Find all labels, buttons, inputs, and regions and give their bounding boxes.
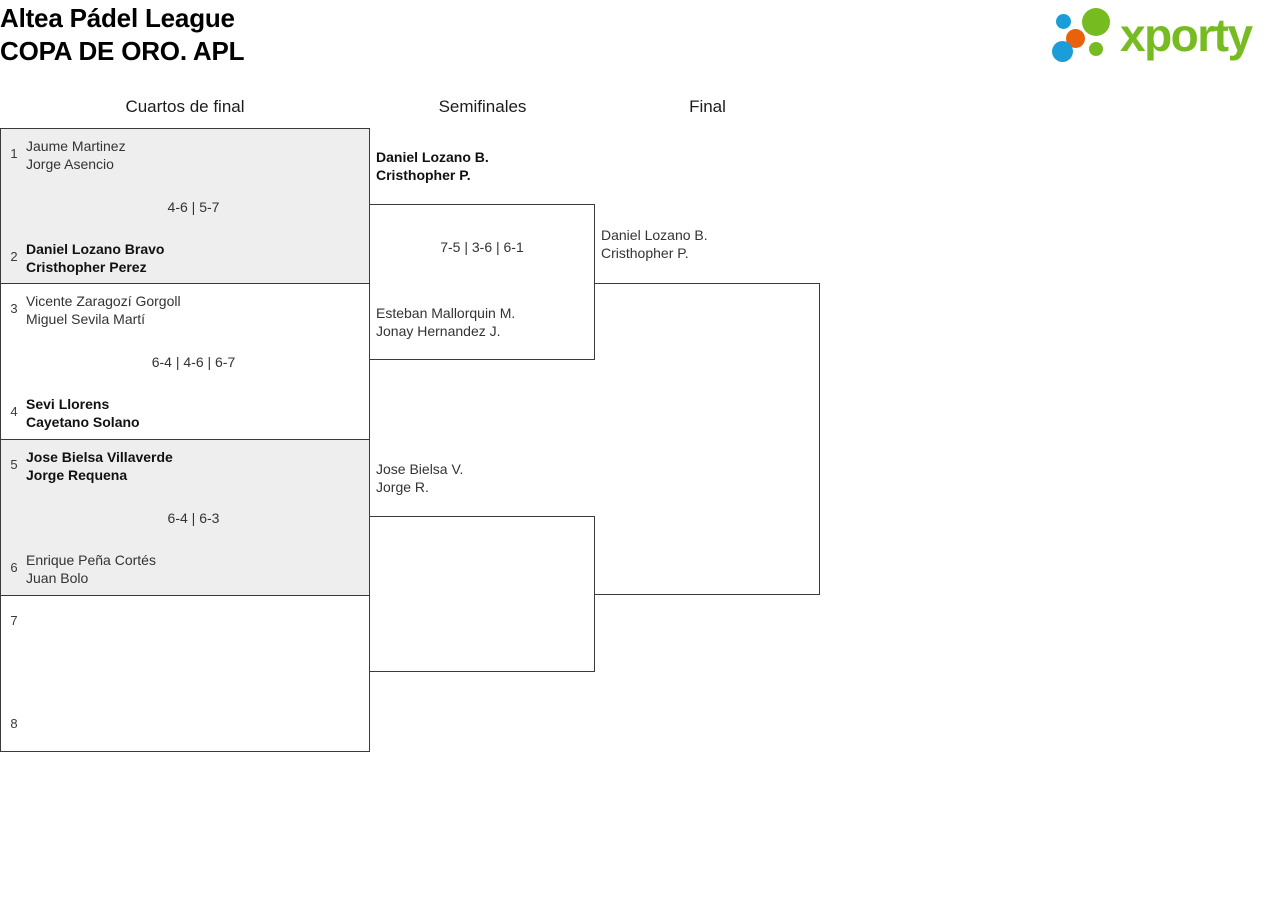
player-name: Jose Bielsa V. — [376, 461, 464, 477]
tournament-title-block: Altea Pádel League COPA DE ORO. APL — [0, 0, 244, 68]
match-quarterfinal-4[interactable]: 7 8 — [0, 596, 370, 752]
tournament-bracket: 1 Jaume Martinez Jorge Asencio 4-6 | 5-7… — [0, 128, 840, 758]
round-header-semifinals: Semifinales — [438, 97, 527, 116]
logo-dot-green-small — [1089, 42, 1103, 56]
team-top: Vicente Zaragozí Gorgoll Miguel Sevila M… — [26, 292, 361, 328]
match-semifinal-2[interactable] — [370, 516, 595, 672]
match-quarterfinal-3[interactable]: 5 Jose Bielsa Villaverde Jorge Requena 6… — [0, 440, 370, 596]
match-score: 6-4 | 4-6 | 6-7 — [151, 354, 236, 370]
final-team-top: Daniel Lozano B. Cristhopher P. — [601, 226, 708, 262]
logo-dot-blue-large — [1052, 41, 1073, 62]
seed-number: 5 — [10, 457, 18, 472]
page-header: Altea Pádel League COPA DE ORO. APL xpor… — [0, 0, 1280, 90]
seed-number: 7 — [10, 613, 18, 628]
player-name: Esteban Mallorquin M. — [376, 305, 516, 321]
match-semifinal-1[interactable]: 7-5 | 3-6 | 6-1 — [370, 204, 595, 360]
team-top: Jaume Martinez Jorge Asencio — [26, 137, 361, 173]
player-name: Daniel Lozano B. — [601, 227, 708, 243]
seed-number: 1 — [10, 146, 18, 161]
player-name: Cristhopher P. — [601, 245, 689, 261]
player-name: Enrique Peña Cortés — [26, 552, 156, 568]
match-final[interactable] — [595, 283, 820, 595]
xporty-logo[interactable]: xporty — [1052, 6, 1276, 66]
player-name: Sevi Llorens — [26, 396, 110, 412]
logo-dot-blue-small — [1056, 14, 1071, 29]
match-quarterfinal-2[interactable]: 3 Vicente Zaragozí Gorgoll Miguel Sevila… — [0, 284, 370, 440]
seed-number: 8 — [10, 716, 18, 731]
match-score: 7-5 | 3-6 | 6-1 — [440, 239, 524, 255]
player-name: Miguel Sevila Martí — [26, 311, 146, 327]
player-name: Vicente Zaragozí Gorgoll — [26, 293, 181, 309]
logo-dots-icon — [1052, 8, 1120, 64]
player-name: Jaume Martinez — [26, 138, 126, 154]
logo-dot-orange — [1066, 29, 1085, 48]
player-name: Cristhopher Perez — [26, 259, 147, 275]
seed-number: 4 — [10, 404, 18, 419]
semifinal-1-team-top: Daniel Lozano B. Cristhopher P. — [376, 148, 489, 184]
match-score: 4-6 | 5-7 — [167, 199, 220, 215]
match-quarterfinal-1[interactable]: 1 Jaume Martinez Jorge Asencio 4-6 | 5-7… — [0, 128, 370, 284]
logo-wordmark: xporty — [1120, 9, 1253, 61]
player-name: Daniel Lozano Bravo — [26, 241, 165, 257]
player-name: Jose Bielsa Villaverde — [26, 449, 173, 465]
team-bottom: Daniel Lozano Bravo Cristhopher Perez — [26, 240, 361, 276]
round-header-quarterfinals: Cuartos de final — [125, 97, 245, 116]
match-score: 6-4 | 6-3 — [167, 510, 220, 526]
seed-number: 2 — [10, 249, 18, 264]
tournament-name: Altea Pádel League — [0, 3, 235, 33]
team-bottom: Enrique Peña Cortés Juan Bolo — [26, 551, 361, 587]
team-top: Jose Bielsa Villaverde Jorge Requena — [26, 448, 361, 484]
player-name: Jorge Requena — [26, 467, 128, 483]
seed-number: 6 — [10, 560, 18, 575]
tournament-subtitle: COPA DE ORO. APL — [0, 36, 245, 66]
player-name: Jorge R. — [376, 479, 429, 495]
player-name: Cayetano Solano — [26, 414, 140, 430]
round-header-final: Final — [689, 97, 726, 116]
player-name: Cristhopher P. — [376, 167, 471, 183]
team-bottom: Sevi Llorens Cayetano Solano — [26, 395, 361, 431]
player-name: Juan Bolo — [26, 570, 89, 586]
semifinal-1-team-bottom: Esteban Mallorquin M. Jonay Hernandez J. — [376, 304, 515, 340]
player-name: Jorge Asencio — [26, 156, 114, 172]
seed-number: 3 — [10, 301, 18, 316]
logo-dot-green-large — [1082, 8, 1110, 36]
player-name: Daniel Lozano B. — [376, 149, 489, 165]
semifinal-2-team-top: Jose Bielsa V. Jorge R. — [376, 460, 463, 496]
player-name: Jonay Hernandez J. — [376, 323, 501, 339]
